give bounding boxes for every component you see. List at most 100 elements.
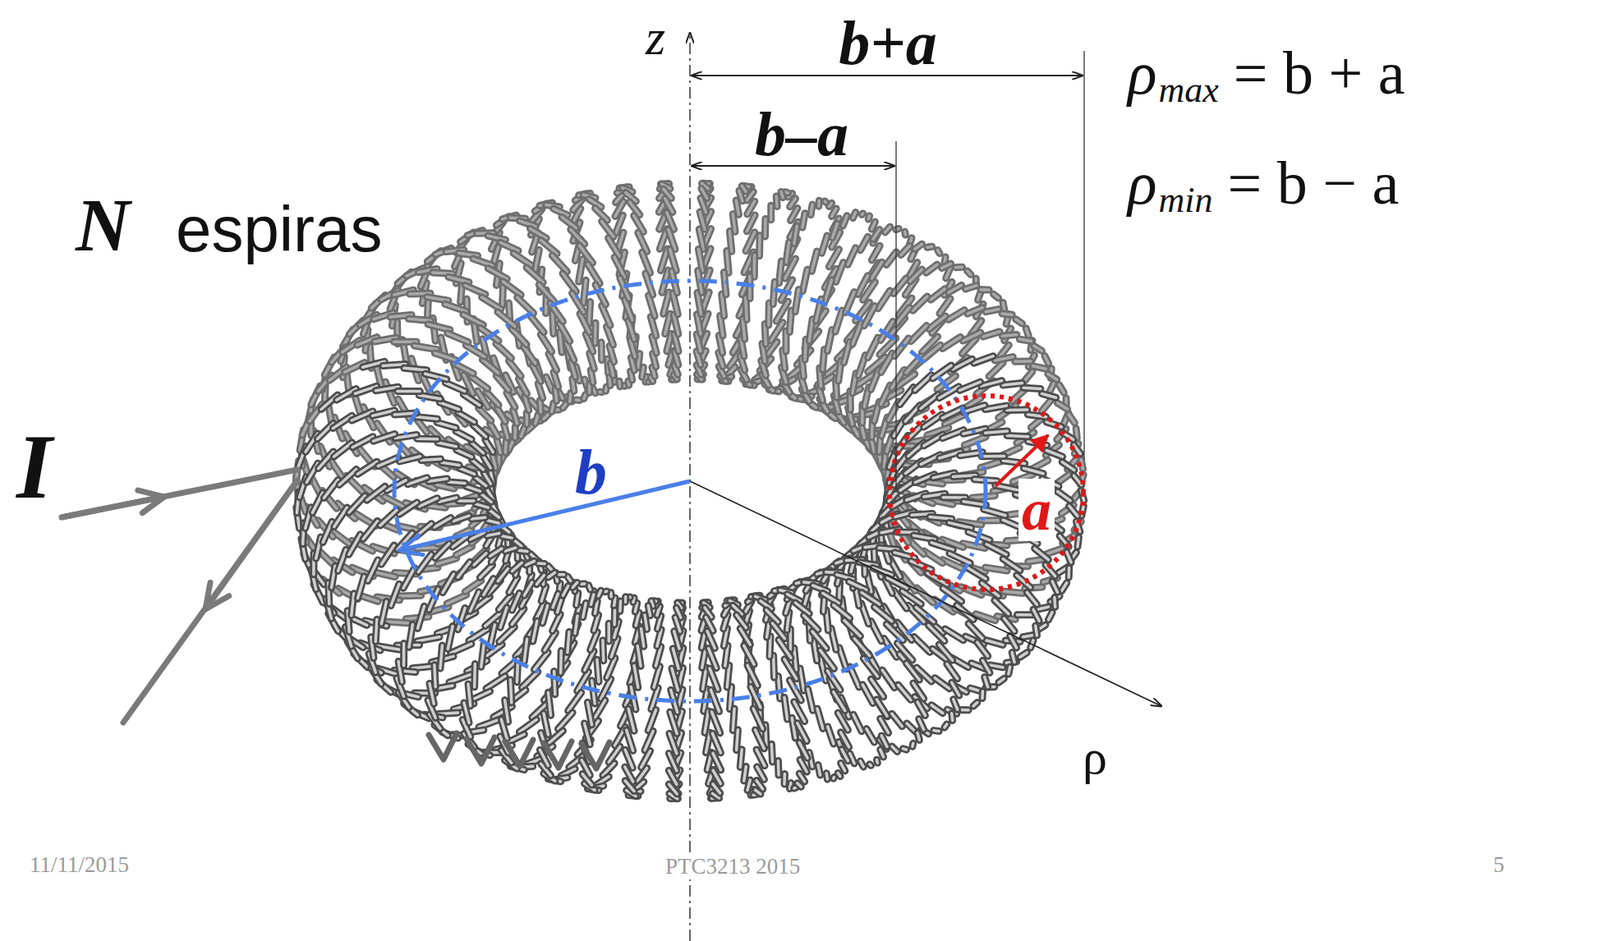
- coil-wire: [570, 362, 576, 378]
- coil-highlight: [505, 440, 506, 453]
- coil-wire: [533, 365, 542, 382]
- coil-highlight: [933, 365, 952, 379]
- coil-highlight: [544, 633, 556, 651]
- coil-wire: [868, 337, 879, 359]
- coil-wire: [534, 652, 549, 670]
- coil-wire: [583, 394, 587, 399]
- coil-wire: [732, 214, 736, 233]
- coil-wire: [810, 204, 813, 216]
- coil-wire: [891, 369, 905, 388]
- coil-wire: [930, 289, 945, 300]
- coil-highlight: [817, 200, 821, 207]
- coil-highlight: [769, 205, 773, 221]
- coil-wire: [963, 405, 985, 413]
- coil-highlight: [599, 390, 602, 394]
- coil-highlight: [524, 396, 529, 411]
- coil-highlight: [572, 378, 575, 391]
- coil-wire: [559, 331, 562, 353]
- coil-highlight: [553, 372, 559, 387]
- coil-highlight: [868, 337, 879, 359]
- coil-wire: [445, 303, 467, 312]
- coil-highlight: [427, 324, 451, 331]
- coil-highlight: [827, 330, 833, 352]
- coil-highlight: [579, 259, 584, 283]
- coil-highlight: [836, 262, 844, 283]
- coil-wire: [914, 637, 930, 653]
- coil-highlight: [427, 297, 449, 301]
- coil-wire: [831, 628, 837, 650]
- coil-highlight: [1073, 445, 1081, 455]
- coil-wire: [897, 685, 911, 700]
- coil-wire: [553, 372, 559, 387]
- coil-wire: [1069, 505, 1078, 516]
- coil-wire: [562, 273, 576, 292]
- coil-highlight: [789, 310, 791, 333]
- coil-highlight: [753, 255, 757, 278]
- coil-highlight: [533, 365, 542, 382]
- coil-wire: [570, 392, 571, 402]
- coil-highlight: [504, 424, 509, 438]
- coil-wire: [789, 310, 791, 333]
- coil-highlight: [434, 353, 456, 361]
- coil-wire: [781, 192, 783, 198]
- coil-highlight: [882, 670, 895, 689]
- coil-highlight: [575, 398, 580, 402]
- coil-highlight: [614, 257, 625, 277]
- coil-highlight: [948, 285, 962, 293]
- coil-highlight: [994, 357, 1013, 361]
- coil-highlight: [482, 359, 498, 373]
- coil-highlight: [864, 306, 875, 327]
- coil-wire: [334, 442, 353, 457]
- coil-wire: [852, 212, 856, 219]
- coil-wire: [901, 231, 910, 235]
- coil-highlight: [852, 212, 856, 219]
- coil-highlight: [479, 565, 492, 578]
- coil-highlight: [546, 377, 552, 391]
- coil-wire: [413, 345, 437, 350]
- coil-highlight: [482, 297, 502, 310]
- coil-highlight: [524, 413, 529, 426]
- coil-highlight: [602, 305, 611, 326]
- coil-wire: [1033, 366, 1047, 369]
- coil-highlight: [473, 258, 493, 266]
- coil-wire: [609, 377, 611, 387]
- coil-wire: [575, 396, 580, 405]
- coil-highlight: [912, 296, 928, 311]
- coil-highlight: [729, 231, 732, 253]
- coil-wire: [454, 363, 474, 374]
- coil-highlight: [872, 262, 883, 279]
- coil-wire: [960, 381, 981, 391]
- coil-highlight: [318, 451, 334, 469]
- coil-highlight: [862, 685, 873, 704]
- coil-wire: [544, 633, 556, 651]
- coil-wire: [434, 353, 456, 361]
- coil-wire: [843, 341, 850, 364]
- coil-highlight: [475, 477, 487, 487]
- coil-wire: [541, 240, 557, 254]
- coil-highlight: [985, 309, 999, 313]
- coil-wire: [1075, 428, 1077, 439]
- coil-highlight: [871, 621, 883, 642]
- coil-wire: [772, 281, 775, 304]
- coil-highlight: [1075, 428, 1077, 439]
- coil-highlight: [1006, 408, 1028, 412]
- coil-highlight: [583, 280, 586, 304]
- coil-highlight: [1015, 359, 1031, 364]
- coil-highlight: [983, 331, 1000, 337]
- coil-wire: [540, 334, 552, 352]
- coil-wire: [928, 316, 946, 330]
- coil-wire: [642, 252, 651, 273]
- coil-highlight: [896, 307, 911, 325]
- coil-highlight: [964, 436, 986, 446]
- coil-wire: [1002, 302, 1005, 310]
- coil-wire: [496, 439, 501, 453]
- coil-wire: [948, 310, 966, 321]
- coil-wire: [482, 359, 498, 373]
- coil-wire: [910, 326, 927, 342]
- coil-highlight: [588, 264, 600, 284]
- coil-highlight: [832, 223, 837, 238]
- coil-wire: [814, 200, 823, 207]
- coil-highlight: [942, 263, 952, 268]
- coil-wire: [448, 276, 469, 282]
- coil-wire: [439, 402, 459, 410]
